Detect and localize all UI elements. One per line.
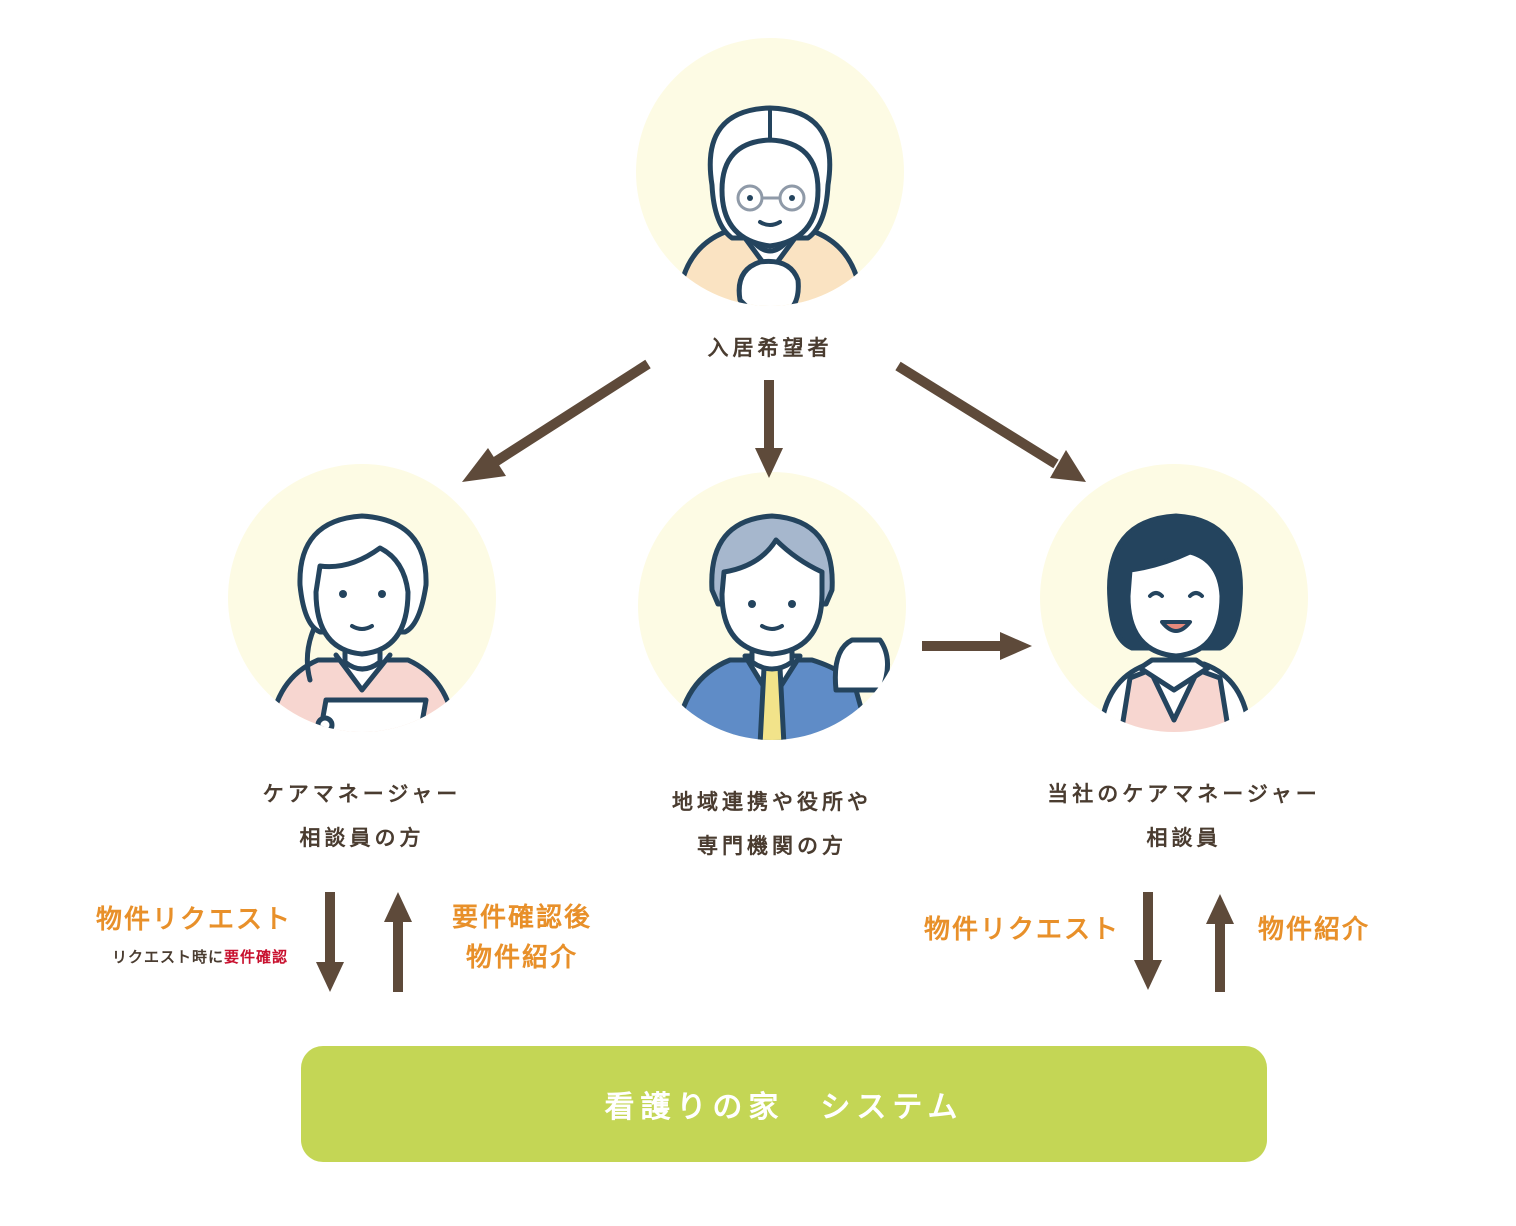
arrow-resident-to-our-manager bbox=[895, 361, 1059, 469]
elderly-person-illustration bbox=[636, 38, 904, 306]
our-manager-label-line1: 当社のケアマネージャー bbox=[1047, 782, 1321, 806]
right-reply-label: 物件紹介 bbox=[1258, 915, 1371, 945]
our-care-manager-illustration bbox=[1040, 464, 1308, 732]
our-manager-label-line2: 相談員 bbox=[1146, 826, 1222, 850]
care-manager-label-line1: ケアマネージャー bbox=[262, 782, 462, 806]
regional-label: 地域連携や役所や 専門機関の方 bbox=[622, 780, 922, 868]
arrow-resident-to-care-manager bbox=[489, 359, 651, 469]
system-box: 看護りの家 システム bbox=[301, 1046, 1267, 1162]
left-request-note-prefix: リクエスト時に bbox=[111, 948, 224, 966]
regional-label-line2: 専門機関の方 bbox=[697, 834, 847, 858]
left-request-note: リクエスト時に要件確認 bbox=[76, 946, 288, 967]
right-request-label: 物件リクエスト bbox=[923, 915, 1120, 945]
regional-staff-illustration bbox=[638, 472, 906, 740]
system-label: 看護りの家 システム bbox=[604, 1090, 964, 1125]
resident-label: 入居希望者 bbox=[707, 336, 833, 360]
care-manager-illustration bbox=[228, 464, 496, 732]
left-request-label: 物件リクエスト bbox=[95, 905, 292, 935]
our-manager-label: 当社のケアマネージャー 相談員 bbox=[1004, 772, 1364, 860]
left-reply-label: 要件確認後 物件紹介 bbox=[442, 898, 602, 978]
regional-label-line1: 地域連携や役所や bbox=[672, 790, 872, 814]
care-manager-label-line2: 相談員の方 bbox=[299, 826, 425, 850]
care-manager-label: ケアマネージャー 相談員の方 bbox=[212, 772, 512, 860]
left-request-note-highlight: 要件確認 bbox=[223, 948, 288, 966]
left-reply-line2: 物件紹介 bbox=[465, 943, 578, 973]
left-reply-line1: 要件確認後 bbox=[451, 903, 592, 933]
